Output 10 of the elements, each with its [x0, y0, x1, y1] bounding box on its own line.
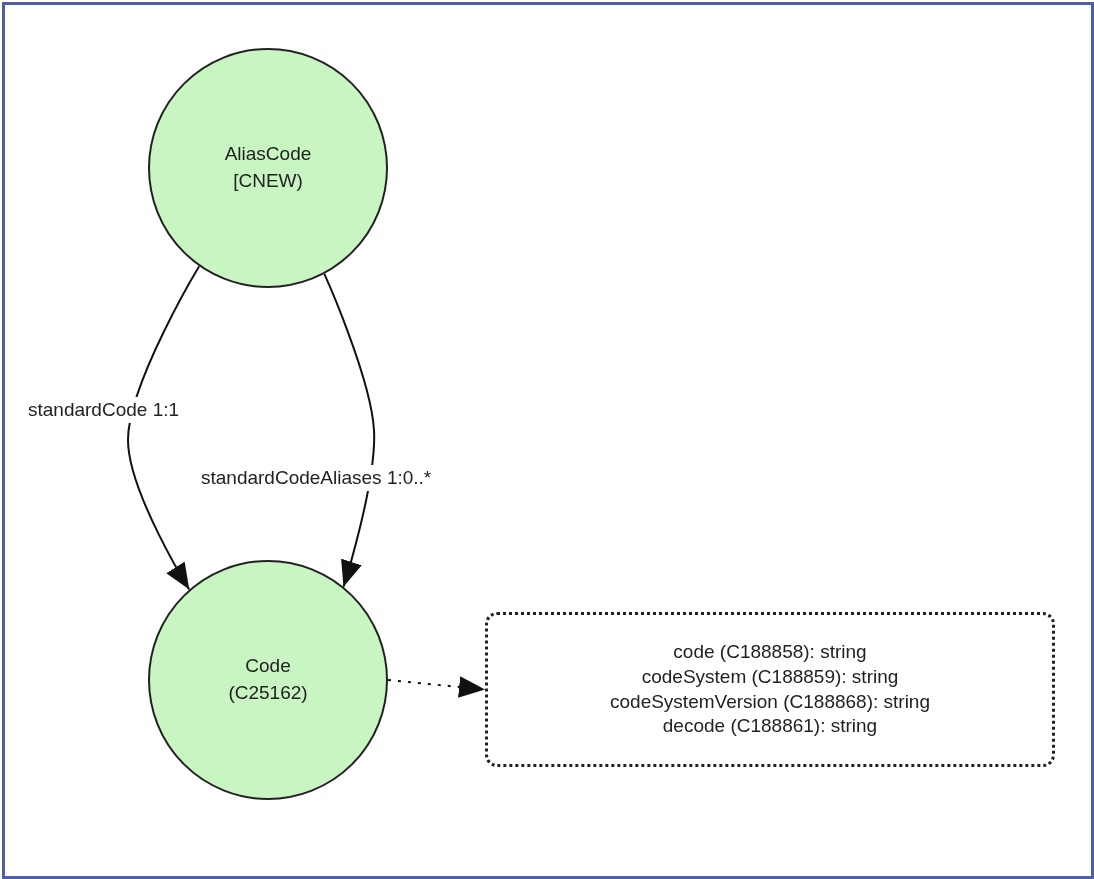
class-name: Code (C25162)	[227, 654, 309, 705]
attribute-text: codeSystem (C188859): string	[641, 664, 899, 689]
attribute-box	[485, 612, 1055, 767]
attribute-text: decode (C188861): string	[662, 714, 878, 739]
arrow	[127, 265, 201, 591]
class-name: AliasCode [CNEW)	[223, 142, 313, 193]
arrow	[387, 676, 486, 698]
attribute-text: code (C188858): string	[673, 640, 867, 665]
attribute-text: codeSystemVersion (C188868): string	[610, 689, 930, 714]
arrow	[323, 272, 376, 588]
